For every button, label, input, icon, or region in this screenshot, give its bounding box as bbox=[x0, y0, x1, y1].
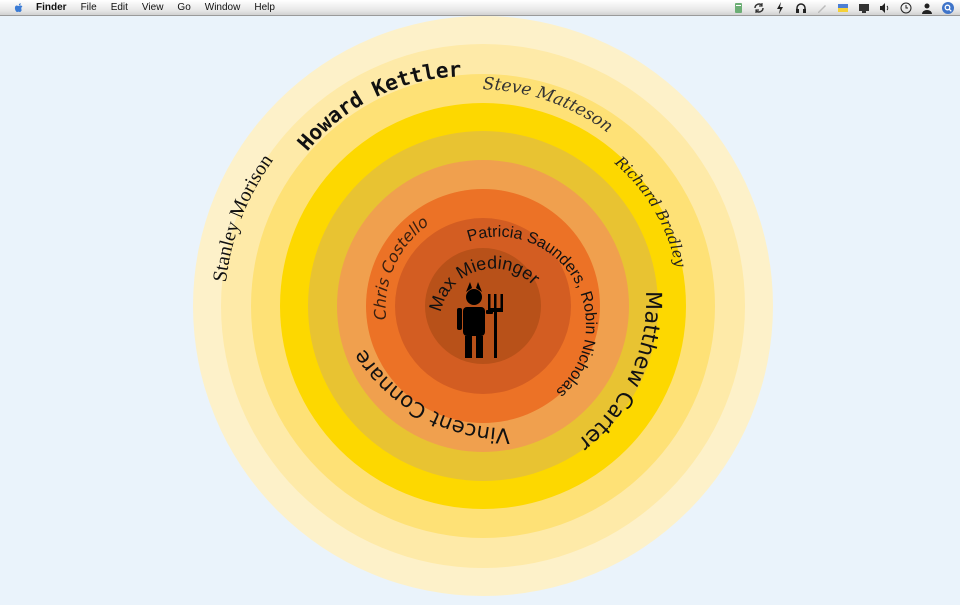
menu-edit[interactable]: Edit bbox=[110, 2, 128, 13]
user-icon[interactable] bbox=[921, 2, 933, 14]
menu-view[interactable]: View bbox=[141, 2, 164, 13]
headphones-icon[interactable] bbox=[795, 2, 807, 14]
desktop: Stanley Morison Howard Kettler Steve Mat… bbox=[0, 16, 960, 600]
clock-icon[interactable] bbox=[900, 2, 912, 14]
menu-app-name[interactable]: Finder bbox=[36, 2, 67, 13]
bolt-icon[interactable] bbox=[774, 1, 786, 14]
menu-bar: Finder File Edit View Go Window Help bbox=[0, 0, 960, 16]
menu-file[interactable]: File bbox=[80, 2, 97, 13]
menu-window[interactable]: Window bbox=[204, 2, 241, 13]
apple-menu-icon[interactable] bbox=[13, 2, 25, 14]
pen-icon[interactable] bbox=[816, 2, 828, 14]
font-rings-artwork: Stanley Morison Howard Kettler Steve Mat… bbox=[193, 16, 773, 596]
devil-figure-icon bbox=[457, 282, 503, 358]
display-icon[interactable] bbox=[858, 2, 870, 14]
spotlight-icon[interactable] bbox=[942, 1, 954, 14]
sync-icon[interactable] bbox=[753, 2, 765, 14]
flag-icon[interactable] bbox=[837, 2, 849, 14]
volume-icon[interactable] bbox=[879, 2, 891, 14]
ring-band-9 bbox=[425, 248, 541, 364]
menu-help[interactable]: Help bbox=[254, 2, 275, 13]
script-icon[interactable] bbox=[732, 2, 744, 14]
menu-go[interactable]: Go bbox=[177, 2, 191, 13]
status-menus bbox=[732, 0, 954, 15]
